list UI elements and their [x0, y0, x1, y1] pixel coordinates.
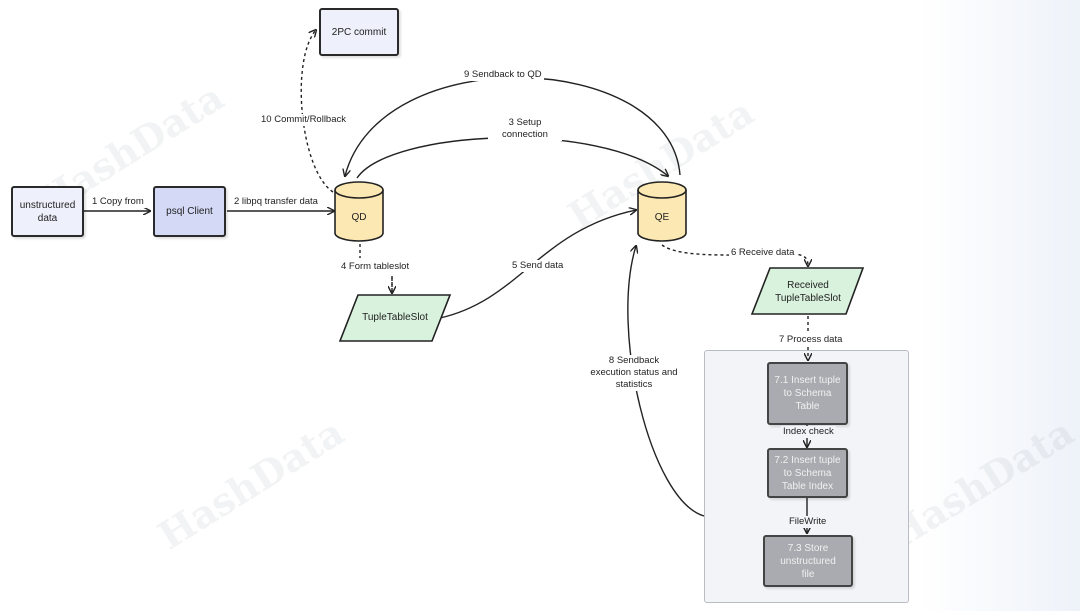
edge-label-process: 7 Process data: [777, 334, 845, 346]
insert-index-node[interactable]: 7.2 Insert tuple to Schema Table Index: [767, 448, 848, 498]
qd-cylinder[interactable]: [334, 181, 384, 242]
psql-client-node[interactable]: psql Client: [153, 186, 226, 237]
edge-label-filewrite: FileWrite: [787, 516, 829, 528]
edge-setup: [356, 137, 668, 179]
edge-label-setup: 3 Setup connection: [488, 117, 562, 141]
edge-label-sendback-qd: 9 Sendback to QD: [462, 69, 544, 81]
node-label: psql Client: [166, 206, 213, 217]
tupleslot-shape[interactable]: [338, 294, 452, 342]
edge-label-index-check: Index check: [781, 426, 836, 438]
qe-cylinder[interactable]: [637, 181, 687, 242]
store-file-node[interactable]: 7.3 Store unstructured file: [763, 535, 853, 587]
received-shape[interactable]: [750, 267, 865, 315]
qd-label: QD: [351, 212, 367, 223]
background-gradient: [920, 0, 1080, 611]
qe-label: QE: [654, 212, 670, 223]
edge-label-send: 5 Send data: [510, 260, 566, 272]
edge-sendback-status: [627, 246, 705, 517]
received-label: Received TupleTableSlot: [775, 280, 841, 304]
edge-label-form: 4 Form tableslot: [339, 261, 412, 273]
edge-label-copy-from: 1 Copy from: [90, 196, 146, 208]
edge-label-commit: 10 Commit/Rollback: [259, 114, 348, 126]
insert-table-node[interactable]: 7.1 Insert tuple to Schema Table: [767, 362, 848, 425]
edge-label-libpq: 2 libpq transfer data: [232, 196, 320, 208]
node-label: 7.2 Insert tuple to Schema Table Index: [774, 454, 841, 492]
edge-label-sendback-status: 8 Sendback execution status and statisti…: [587, 355, 681, 391]
node-label: 7.3 Store unstructured file: [780, 542, 836, 580]
node-label: 2PC commit: [331, 26, 387, 38]
tupleslot-label: TupleTableSlot: [362, 312, 428, 323]
node-label: 7.1 Insert tuple to Schema Table: [774, 375, 841, 412]
2pc-commit-node[interactable]: 2PC commit: [319, 8, 399, 56]
edge-label-receive: 6 Receive data: [729, 247, 797, 259]
node-label: unstructured data: [19, 199, 76, 224]
unstructured-data-node[interactable]: unstructured data: [11, 186, 84, 237]
